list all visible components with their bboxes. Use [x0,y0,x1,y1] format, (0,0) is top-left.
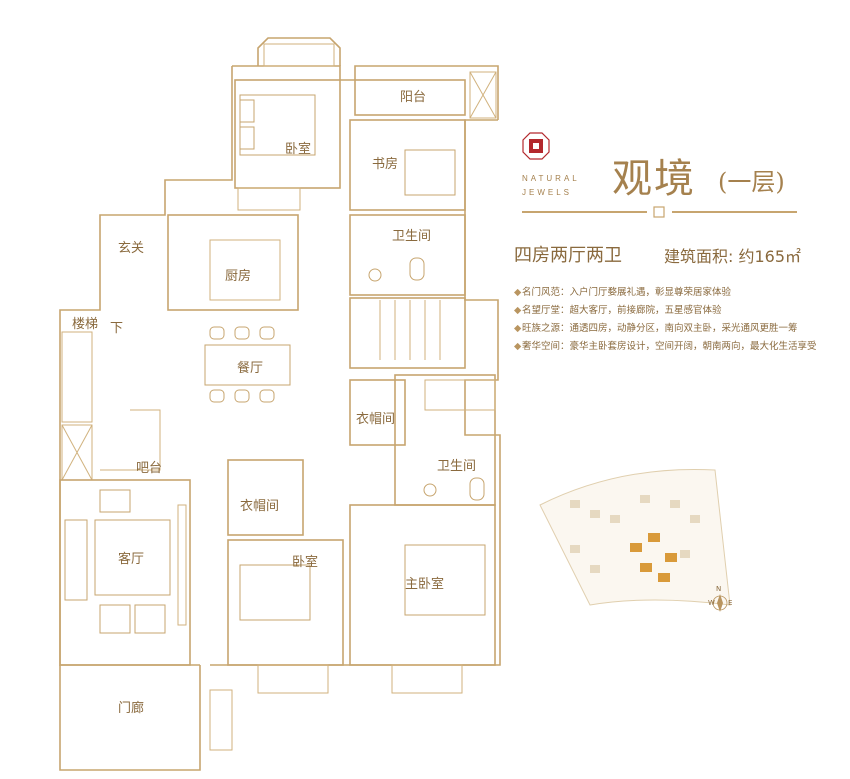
bullet-icon: ◆ [514,287,522,298]
label-closet-lower: 衣帽间 [240,498,279,514]
compass-e: E [728,599,732,607]
floor-area: 建筑面积: 约165㎡ [664,247,802,266]
label-stairs-down: 下 [110,321,123,336]
label-kitchen: 厨房 [225,268,251,284]
feature-item: ◆名望厅堂：超大客厅，前接廊院，五星感官体验 [514,302,817,320]
label-bar: 吧台 [136,461,162,476]
label-balcony: 阳台 [400,90,426,105]
label-bedroom-top: 卧室 [285,141,311,157]
label-study: 书房 [372,156,398,172]
brand-line-1: NATURAL [522,174,580,183]
bullet-icon: ◆ [514,341,522,352]
label-stairs: 楼梯 [72,317,98,332]
plan-title: 观境 [612,156,696,202]
feature-item: ◆旺族之源：通透四房，动静分区，南向双主卧，采光通风更胜一筹 [514,320,817,338]
brand-text: NATURAL JEWELS [522,172,580,200]
label-master-bedroom: 主卧室 [405,576,444,592]
label-bathroom-mid: 卫生间 [437,459,476,474]
bullet-icon: ◆ [514,323,522,334]
compass-icon: N W E [708,585,732,612]
feature-item: ◆名门风范：入户门厅婺展礼遇，彰显尊荣居家体验 [514,284,817,302]
label-closet-mid: 衣帽间 [356,411,395,427]
furniture [64,94,486,634]
room-labels: 阳台 卧室 书房 玄关 厨房 卫生间 楼梯 下 餐厅 衣帽间 吧台 卫生间 衣帽… [72,90,476,716]
site-plan-map: N W E [539,468,732,612]
brand-seal-icon [522,132,550,160]
label-bathroom-top: 卫生间 [392,229,431,244]
title-divider [522,206,797,218]
feature-list: ◆名门风范：入户门厅婺展礼遇，彰显尊荣居家体验 ◆名望厅堂：超大客厅，前接廊院，… [514,284,817,356]
compass-w: W [708,599,715,607]
bullet-icon: ◆ [514,305,522,316]
label-living: 客厅 [118,551,144,567]
label-bedroom-lower: 卧室 [292,554,318,570]
room-config: 四房两厅两卫 [514,245,622,266]
plan-subtitle: (一层) [718,168,785,196]
walls [59,37,501,771]
feature-item: ◆奢华空间：豪华主卧套房设计，空间开阔，朝南两向，最大化生活享受 [514,338,817,356]
label-entrance: 玄关 [118,241,144,256]
brand-line-2: JEWELS [522,188,573,197]
label-porch: 门廊 [118,700,144,716]
compass-n: N [716,585,721,593]
label-dining: 餐厅 [237,360,263,376]
